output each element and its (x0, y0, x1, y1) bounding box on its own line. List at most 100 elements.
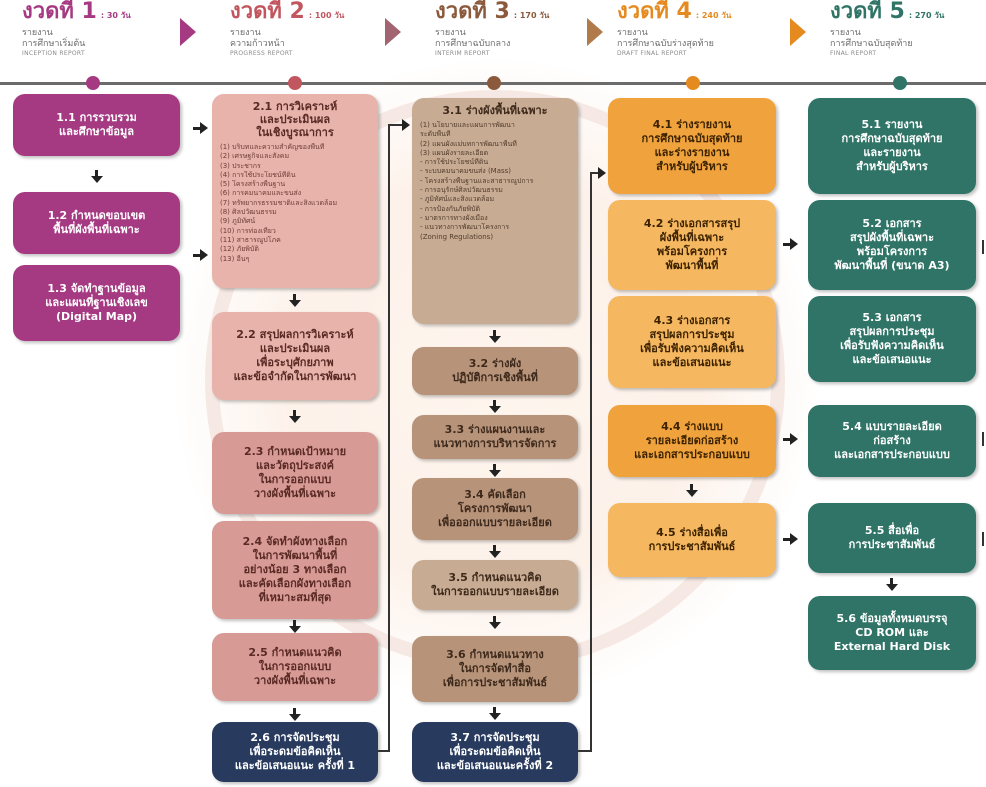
step-1-2-box: 1.2 กำหนดขอบเขต พื้นที่ผังพื้นที่เฉพาะ (13, 192, 180, 254)
step-5-2-box: 5.2 เอกสาร สรุปผังพื้นที่เฉพาะ พร้อมโครง… (808, 200, 976, 290)
phase-4-header: งวดที่ 4: 240 วัน รายงาน การศึกษาฉบับร่า… (617, 0, 797, 58)
step-1-3-label: 1.3 จัดทำฐานข้อมูล และแผนที่ฐานเชิงเลข (… (45, 282, 148, 323)
step-5-2-label: 5.2 เอกสาร สรุปผังพื้นที่เฉพาะ พร้อมโครง… (834, 217, 950, 272)
step-3-3-box: 3.3 ร่างแผนงานและ แนวทางการบริหารจัดการ (412, 415, 578, 459)
step-3-6-box: 3.6 กำหนดแนวทาง ในการจัดทำสื่อ เพื่อการป… (412, 636, 578, 702)
step-3-1-list: (1) นโยบายและแผนการพัฒนา ระดับพื้นที่ (2… (420, 121, 570, 242)
list-item: (2) เศรษฐกิจและสังคม (220, 152, 290, 161)
step-2-4-label: 2.4 จัดทำผังทางเลือก ในการพัฒนาพื้นที่ อ… (238, 535, 352, 604)
phase-5-header: งวดที่ 5: 270 วัน รายงาน การศึกษาฉบับสุด… (830, 0, 986, 58)
connector-line (590, 172, 598, 174)
arrow-down-icon (686, 490, 698, 497)
step-1-2-label: 1.2 กำหนดขอบเขต พื้นที่ผังพื้นที่เฉพาะ (47, 209, 146, 236)
step-3-1-box: 3.1 ร่างผังพื้นที่เฉพาะ (1) นโยบายและแผน… (412, 98, 578, 324)
arrow-down-icon (289, 416, 301, 423)
phase-chevron-4 (790, 18, 806, 46)
step-2-1-list: (1) บริบทและความสำคัญของพื้นที่ (2) เศรษ… (220, 143, 370, 264)
edge-bracket (982, 240, 984, 254)
list-item: (1) บริบทและความสำคัญของพื้นที่ (220, 143, 325, 151)
step-2-3-label: 2.3 กำหนดเป้าหมาย และวัตถุประสงค์ ในการอ… (243, 445, 347, 500)
arrow-right-stem-1 (193, 127, 201, 130)
step-5-3-label: 5.3 เอกสาร สรุปผลการประชุม เพื่อรับฟังคว… (840, 311, 944, 366)
arrow-down-icon (489, 551, 501, 558)
arrow-right-icon (790, 533, 798, 545)
step-5-4-label: 5.4 แบบรายละเอียด ก่อสร้าง และเอกสารประก… (834, 420, 950, 461)
step-4-4-label: 4.4 ร่างแบบ รายละเอียดก่อสร้าง และเอกสาร… (634, 420, 750, 461)
step-5-1-label: 5.1 รายงาน การศึกษาฉบับสุดท้าย และรายงาน… (841, 118, 943, 173)
phase-3-days: : 170 วัน (513, 11, 550, 20)
timeline-dot-3 (487, 76, 501, 90)
phase-1-days: : 30 วัน (100, 11, 131, 20)
arrow-right-icon (200, 122, 208, 134)
list-item: (3) แผนผังรายละเอียด (420, 148, 489, 157)
phase-2-label: งวดที่ 2 (230, 0, 305, 24)
arrow-right-icon (598, 167, 606, 179)
list-item: (7) ทรัพยากรธรรมชาติและสิ่งแวดล้อม (220, 198, 338, 207)
arrow-right-icon (200, 249, 208, 261)
arrow-2-4-stem (293, 620, 296, 626)
list-item: (10) การท่องเที่ยว (220, 226, 276, 235)
step-2-1-label: 2.1 การวิเคราะห์ และประเมินผล ในเชิงบูรณ… (252, 100, 338, 139)
step-3-7-box: 3.7 การจัดประชุม เพื่อระดมข้อคิดเห็น และ… (412, 722, 578, 782)
step-3-4-label: 3.4 คัดเลือก โครงการพัฒนา เพื่อออกแบบราย… (438, 488, 552, 529)
list-item: - แนวทางการพัฒนาโครงการ (420, 223, 510, 232)
step-5-5-box: 5.5 สื่อเพื่อ การประชาสัมพันธ์ (808, 503, 976, 573)
phase-3-header: งวดที่ 3: 170 วัน รายงาน การศึกษาฉบับกลา… (435, 0, 615, 58)
arrow-1-1-stem (95, 170, 98, 176)
step-5-4-box: 5.4 แบบรายละเอียด ก่อสร้าง และเอกสารประก… (808, 405, 976, 477)
list-item: (Zoning Regulations) (420, 232, 494, 241)
timeline-dot-5 (893, 76, 907, 90)
list-item: (2) แผนผังแม่บทการพัฒนาพื้นที่ (420, 139, 517, 148)
phase-4-days: : 240 วัน (695, 11, 732, 20)
arrow-down-icon (91, 176, 103, 183)
step-4-5-box: 4.5 ร่างสื่อเพื่อ การประชาสัมพันธ์ (608, 503, 776, 577)
step-3-3-label: 3.3 ร่างแผนงานและ แนวทางการบริหารจัดการ (433, 423, 557, 450)
step-2-6-label: 2.6 การจัดประชุม เพื่อระดมข้อคิดเห็น และ… (234, 731, 356, 772)
arrow-3-1-stem (493, 330, 496, 336)
connector-line (378, 750, 388, 752)
arrow-down-icon (489, 713, 501, 720)
step-2-2-box: 2.2 สรุปผลการวิเคราะห์ และประเมินผล เพื่… (212, 312, 378, 400)
phase-5-label: งวดที่ 5 (830, 0, 905, 24)
arrow-right-icon (402, 119, 410, 131)
step-2-5-box: 2.5 กำหนดแนวคิด ในการออกแบบ วางผังพื้นที… (212, 633, 378, 701)
arrow-right-icon (790, 238, 798, 250)
arrow-right-stem-3 (783, 243, 791, 246)
list-item: ระดับพื้นที่ (420, 130, 451, 139)
step-5-6-label: 5.6 ข้อมูลทั้งหมดบรรจุ CD ROM และ Extern… (833, 612, 951, 653)
phase-2-en: PROGRESS REPORT (230, 50, 293, 57)
list-item: - การใช้ประโยชน์ที่ดิน (420, 158, 489, 167)
step-2-1-box: 2.1 การวิเคราะห์ และประเมินผล ในเชิงบูรณ… (212, 94, 378, 288)
connector-line (388, 124, 402, 126)
step-3-5-label: 3.5 กำหนดแนวคิด ในการออกแบบรายละเอียด (431, 571, 559, 598)
step-4-3-box: 4.3 ร่างเอกสาร สรุปผลการประชุม เพื่อรับฟ… (608, 296, 776, 388)
phase-2-days: : 100 วัน (308, 11, 345, 20)
list-item: (6) การคมนาคมและขนส่ง (220, 189, 302, 198)
step-2-4-box: 2.4 จัดทำผังทางเลือก ในการพัฒนาพื้นที่ อ… (212, 521, 378, 619)
phase-5-days: : 270 วัน (908, 11, 945, 20)
arrow-2-2-stem (293, 410, 296, 416)
step-4-1-label: 4.1 ร่างรายงาน การศึกษาฉบับสุดท้าย และร่… (641, 118, 743, 173)
connector-line (578, 750, 590, 752)
arrow-down-icon (489, 406, 501, 413)
step-5-3-box: 5.3 เอกสาร สรุปผลการประชุม เพื่อรับฟังคว… (808, 296, 976, 382)
edge-bracket (982, 432, 984, 446)
arrow-3-2-stem (493, 400, 496, 406)
step-1-3-box: 1.3 จัดทำฐานข้อมูล และแผนที่ฐานเชิงเลข (… (13, 265, 180, 341)
list-item: - การป้องกันภัยพิบัติ (420, 204, 481, 213)
arrow-down-icon (489, 336, 501, 343)
phase-3-sub: รายงาน การศึกษาฉบับกลาง (435, 28, 511, 49)
step-4-5-label: 4.5 ร่างสื่อเพื่อ การประชาสัมพันธ์ (648, 526, 736, 553)
step-4-4-box: 4.4 ร่างแบบ รายละเอียดก่อสร้าง และเอกสาร… (608, 405, 776, 477)
arrow-down-icon (289, 714, 301, 721)
list-item: (3) ประชากร (220, 161, 261, 170)
list-item: (9) ภูมิทัศน์ (220, 217, 256, 226)
step-3-6-label: 3.6 กำหนดแนวทาง ในการจัดทำสื่อ เพื่อการป… (442, 648, 548, 689)
phase-3-label: งวดที่ 3 (435, 0, 510, 24)
arrow-right-stem-4 (783, 438, 791, 441)
arrow-4-4-stem (690, 484, 693, 490)
arrow-down-icon (886, 584, 898, 591)
phase-2-header: งวดที่ 2: 100 วัน รายงาน ความก้าวหน้า PR… (230, 0, 410, 58)
step-4-2-label: 4.2 ร่างเอกสารสรุป ผังพื้นที่เฉพาะ พร้อม… (643, 217, 741, 272)
step-2-5-label: 2.5 กำหนดแนวคิด ในการออกแบบ วางผังพื้นที… (248, 646, 342, 687)
